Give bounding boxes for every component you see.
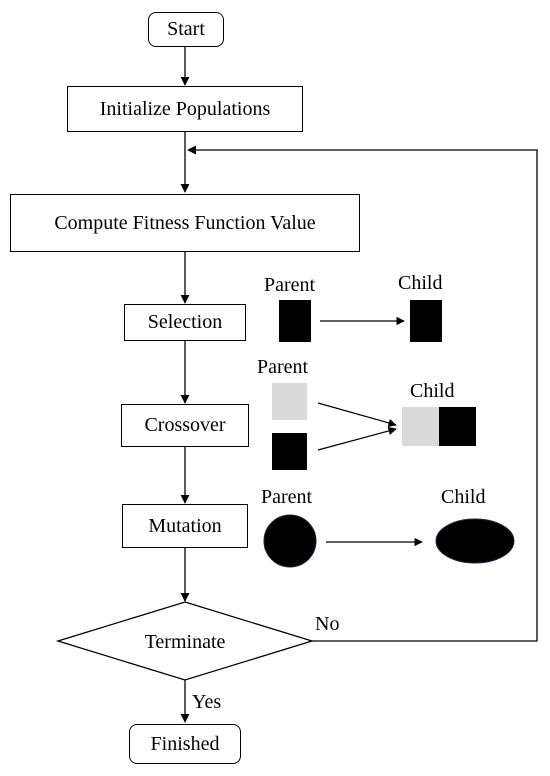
- crossover-arrow-lower: [317, 426, 397, 451]
- crossover-parent-label: Parent: [257, 356, 309, 378]
- crossover-parent-dark-block: [272, 433, 307, 470]
- selection-child-label: Child: [398, 272, 443, 294]
- finished-label: Finished: [150, 732, 220, 755]
- mutation-child-ellipse: [435, 518, 515, 564]
- mutation-box: Mutation: [122, 504, 248, 548]
- selection-box: Selection: [124, 304, 246, 341]
- terminate-label: Terminate: [144, 631, 226, 653]
- start-label: Start: [167, 18, 205, 40]
- selection-parent-block: [279, 300, 311, 342]
- initialize-label: Initialize Populations: [99, 97, 271, 120]
- crossover-label: Crossover: [144, 414, 226, 436]
- initialize-populations-box: Initialize Populations: [67, 86, 303, 132]
- selection-child-block: [410, 300, 442, 342]
- crossover-child-dark-half: [439, 407, 476, 446]
- finished-node: Finished: [129, 724, 241, 764]
- yes-branch-label: Yes: [192, 691, 222, 713]
- mutation-child-label: Child: [441, 486, 486, 508]
- loop-back-no-path: [187, 145, 538, 642]
- fitness-box: Compute Fitness Function Value: [10, 194, 360, 252]
- start-node: Start: [148, 12, 224, 47]
- fitness-label: Compute Fitness Function Value: [54, 211, 316, 234]
- no-branch-label: No: [315, 613, 340, 635]
- crossover-arrow-upper: [317, 402, 397, 427]
- selection-label: Selection: [147, 311, 223, 333]
- crossover-child-light-half: [402, 407, 439, 446]
- crossover-child-label: Child: [410, 380, 455, 402]
- mutation-parent-label: Parent: [261, 486, 313, 508]
- mutation-label: Mutation: [148, 514, 222, 537]
- crossover-box: Crossover: [121, 404, 249, 447]
- selection-parent-label: Parent: [264, 274, 316, 296]
- crossover-parent-light-block: [272, 383, 307, 420]
- mutation-parent-circle: [263, 514, 317, 568]
- terminate-diamond: [55, 601, 315, 681]
